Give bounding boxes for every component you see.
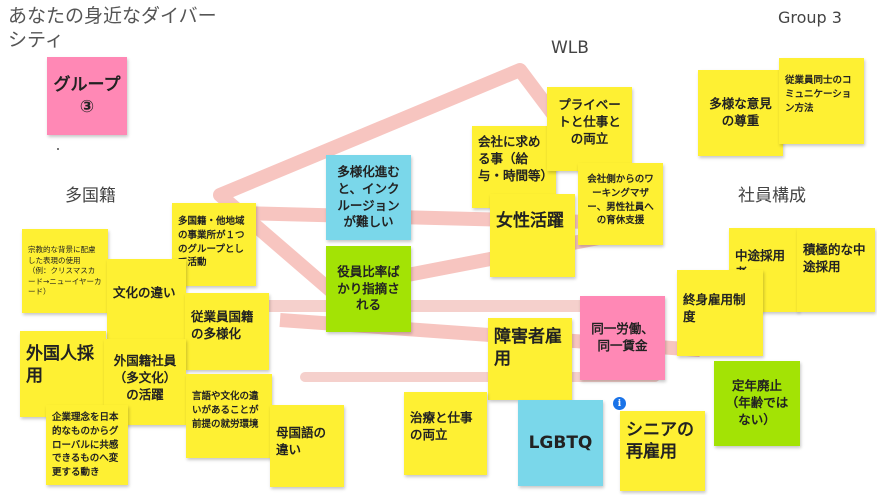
board-title: あなたの身近なダイバーシティ [8, 5, 217, 51]
sticky-note[interactable]: 同一労働、同一賃金 [580, 296, 665, 380]
stray-dot [57, 148, 59, 150]
category-multinational: 多国籍 [65, 186, 116, 206]
sticky-note[interactable]: 文化の違い [107, 259, 186, 339]
sticky-note[interactable]: 積極的な中途採用 [797, 228, 875, 312]
sticky-note[interactable]: 外国人採用 [20, 331, 106, 417]
sticky-note[interactable]: プライベートと仕事との両立 [547, 87, 632, 171]
group-label: Group 3 [778, 8, 842, 27]
info-icon[interactable]: i [613, 397, 626, 410]
sticky-note[interactable]: 宗教的な背景に配慮した表現の使用（例：クリスマスカード→ニューイヤーカード） [22, 229, 108, 313]
sticky-note[interactable]: 母国語の違い [270, 405, 344, 487]
sticky-note[interactable]: 障害者雇用 [488, 318, 572, 400]
sticky-note[interactable]: 多様化進むと、インクルージョンが難しい [326, 155, 411, 240]
sticky-note[interactable]: 役員比率ばかり指摘される [326, 246, 411, 332]
sticky-note[interactable]: 終身雇用制度 [677, 270, 763, 356]
sticky-note[interactable]: 従業員同士のコミュニケーション方法 [779, 58, 864, 144]
category-composition: 社員構成 [738, 186, 806, 206]
sticky-note[interactable]: 多様な意見の尊重 [698, 70, 783, 156]
sticky-note[interactable]: LGBTQ [518, 400, 603, 486]
sticky-note-group-tag[interactable]: グループ③ [47, 57, 127, 135]
category-wlb: WLB [551, 38, 589, 58]
sticky-note[interactable]: 従業員国籍の多様化 [185, 293, 269, 370]
sticky-note[interactable]: 多国籍・他地域の事業所が１つのグループとして活動 [172, 203, 256, 286]
sticky-note[interactable]: 定年廃止（年齢ではない） [714, 361, 800, 446]
sticky-note[interactable]: 外国籍社員（多文化）の活躍 [104, 339, 186, 425]
sticky-note[interactable]: 会社側からのワーキングマザー、男性社員への育休支援 [578, 163, 663, 245]
sticky-note[interactable]: 言語や文化の違いがあることが前提の就労環境 [186, 374, 272, 458]
sticky-note[interactable]: シニアの再雇用 [620, 411, 705, 491]
sticky-note[interactable]: 治療と仕事の両立 [404, 392, 487, 475]
sticky-note[interactable]: 企業理念を日本的なものからグローバルに共感できるものへ変更する動き [46, 405, 128, 485]
sticky-note[interactable]: 女性活躍 [490, 194, 575, 277]
